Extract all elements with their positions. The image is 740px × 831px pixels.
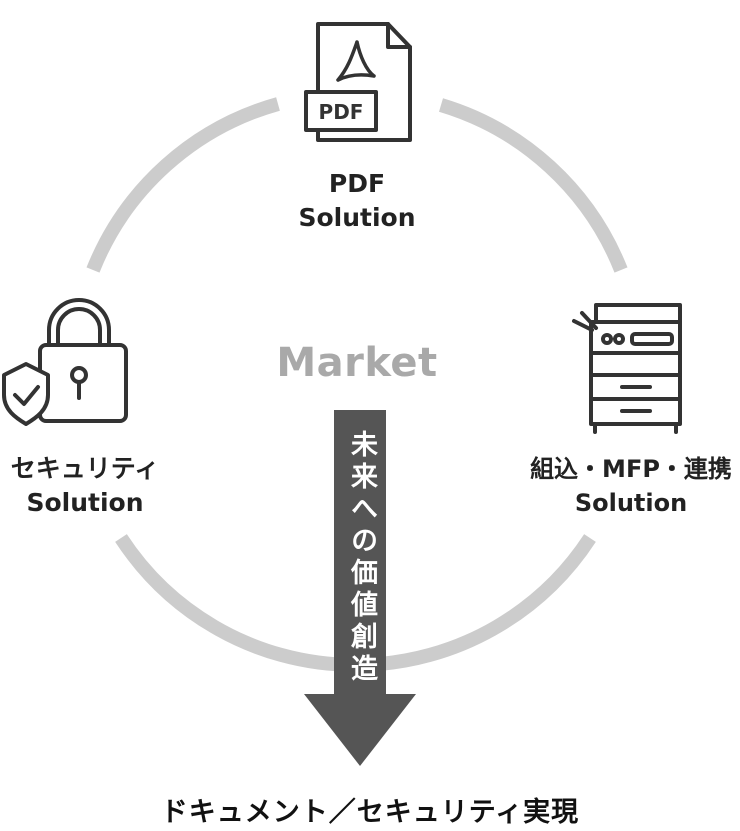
pdf-solution-title: PDF xyxy=(328,169,386,198)
arrow-vertical-text: 未来への価値創造 xyxy=(346,430,377,686)
ring-arc-top-left xyxy=(86,97,280,273)
security-solution-label: セキュリティ Solution xyxy=(0,452,170,520)
mfp-solution-subtitle: Solution xyxy=(574,489,688,517)
bottom-caption: ドキュメント／セキュリティ実現 xyxy=(160,797,580,828)
pdf-solution-subtitle: Solution xyxy=(298,203,416,232)
value-creation-arrow xyxy=(304,410,416,766)
pdf-solution-label: PDF Solution xyxy=(257,167,457,235)
security-solution-subtitle: Solution xyxy=(26,488,144,517)
security-solution-title: セキュリティ xyxy=(10,454,160,483)
multifunction-printer-icon xyxy=(572,303,682,434)
padlock-shield-icon xyxy=(2,298,128,426)
mfp-solution-title: 組込・MFP・連携 xyxy=(530,455,732,483)
mfp-solution-label: 組込・MFP・連携 Solution xyxy=(522,452,740,520)
ring-arc-top-right xyxy=(438,98,628,273)
market-label: Market xyxy=(276,340,438,386)
pdf-document-icon xyxy=(304,22,412,142)
pdf-icon-text: PDF xyxy=(319,100,364,124)
